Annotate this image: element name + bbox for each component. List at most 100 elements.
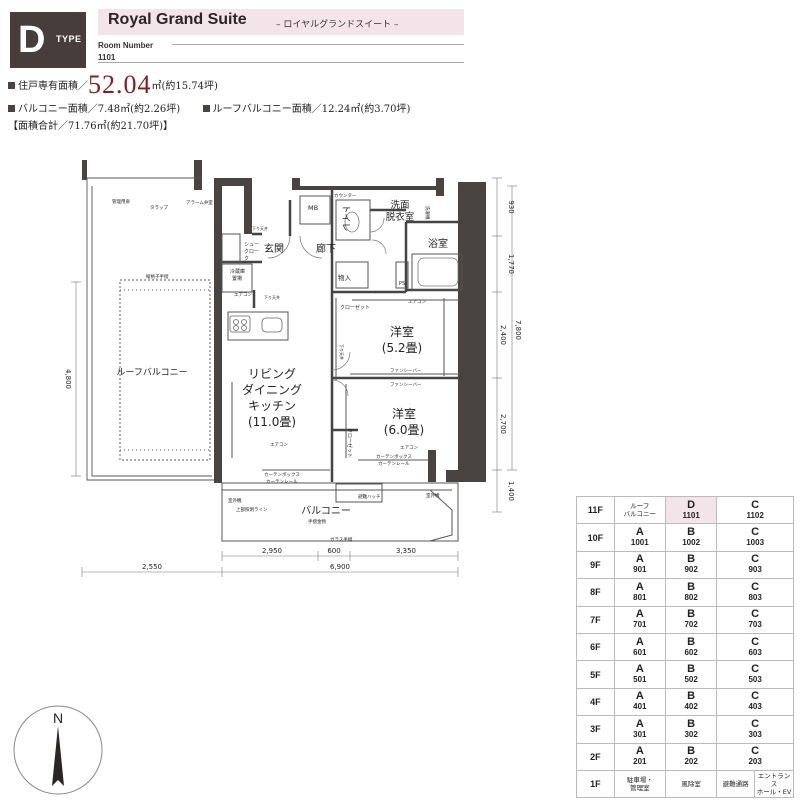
unit-number: 502 (684, 675, 698, 685)
header-rule (98, 62, 464, 63)
unit-letter: B (687, 526, 696, 539)
outdoor-unit-label-2: 室外機 (426, 492, 440, 499)
dim-1400: 1,400 (507, 481, 515, 501)
unit-letter: C (751, 498, 760, 511)
unit-number: 401 (633, 702, 647, 712)
floor-label: 9F (576, 550, 615, 580)
suite-band (98, 9, 464, 35)
cell-note: 管理室 (630, 784, 650, 793)
door-swings (267, 217, 387, 397)
curtain-box-label-1: カーテンボックス (264, 471, 300, 478)
unit-letter: C (751, 690, 760, 703)
unit-letter: A (635, 580, 644, 593)
roof-balcony-label: ルーフバルコニー (116, 367, 187, 378)
unit-letter: B (687, 690, 696, 703)
dim-600: 600 (327, 547, 340, 555)
unit-letter: B (687, 635, 696, 648)
unit-number: 302 (684, 729, 698, 739)
floor-label: 5F (576, 660, 615, 689)
annotations: MB カウンター 物入 PS クローゼット クローゼット シュー クロー ク 冷… (112, 192, 440, 543)
facility-cell: ルーフバルコニー (613, 495, 666, 525)
ceiling-label-2: 下り天井 (339, 344, 345, 360)
washer-label: 洗濯機 (424, 206, 431, 220)
fancy-bar-label-1: ファンシーバー (390, 368, 422, 374)
dim-7800: 7,800 (514, 320, 522, 340)
dim-2550: 2,550 (142, 563, 162, 571)
cell-note: 駐車場・ (626, 776, 653, 785)
private-area-unit: ㎡(約15.74坪) (151, 81, 218, 92)
upper-light-label: 上部照明ライン (236, 506, 268, 513)
facility-cell: 駐車場・管理室 (613, 769, 666, 799)
fridge-label-1: 冷蔵庫 (230, 268, 245, 275)
dimension-lines (71, 177, 517, 577)
unit-number: 701 (633, 620, 647, 630)
aircon-label-1: エアコン (270, 442, 288, 448)
unit-number: 501 (633, 675, 647, 685)
closet-label: クローゼット (340, 304, 370, 311)
unit-number: 702 (684, 620, 698, 630)
ldk-label-dining: ダイニング (242, 382, 302, 397)
unit-letter: C (751, 717, 760, 730)
cell-note: ホール・EV (756, 788, 792, 797)
floor-label: 2F (576, 742, 615, 771)
balcony-area-line: バルコニー面積／7.48㎡(約2.26坪) ルーフバルコニー面積／12.24㎡(… (8, 100, 410, 115)
unit-letter: C (751, 608, 760, 621)
unit-letter: B (687, 580, 696, 593)
dim-2700: 2,700 (499, 414, 507, 434)
dim-4800: 4,800 (64, 369, 72, 389)
unit-number: 402 (684, 702, 698, 712)
cell-note: エントランス (757, 772, 791, 789)
unit-number: 1001 (630, 538, 649, 548)
dressing-room-label: 脱衣室 (386, 211, 415, 223)
toilet-bowl (344, 211, 360, 233)
unit-letter: A (635, 745, 644, 758)
mb-label: MB (308, 204, 318, 212)
dim-3350: 3,350 (396, 547, 416, 555)
entrance-label: 玄関 (264, 242, 284, 255)
floor-label: 3F (576, 715, 615, 744)
aircon-label-4: エアコン (234, 292, 252, 298)
unit-letter: D (687, 498, 696, 511)
closet-vertical-label: クローゼット (346, 428, 353, 458)
unit-number: 1101 (682, 510, 700, 520)
ceiling-label-1: 下り天井 (264, 294, 280, 300)
unit-letter: A (635, 553, 644, 566)
bullet-square-icon (8, 105, 15, 112)
bullet-square-icon (8, 82, 15, 89)
roof-balcony-frame (86, 177, 214, 481)
unit-letter: A (635, 663, 644, 676)
toilet-label: トイレ (340, 204, 350, 231)
washroom-label: 洗面 (390, 199, 409, 211)
unit-number: 601 (633, 647, 647, 657)
unit-letter: B (687, 553, 696, 566)
floor-label: 8F (576, 578, 615, 607)
unit-number: 903 (748, 565, 762, 575)
western-room-1-size: (5.2畳) (382, 341, 422, 355)
floor-label: 10F (576, 523, 615, 552)
bullet-square-icon (202, 105, 210, 112)
dim-2950: 2,950 (262, 547, 282, 555)
type-letter: D (18, 19, 46, 61)
kitchen-counter (229, 315, 283, 333)
unit-number: 1003 (746, 538, 765, 548)
counter-label: カウンター (334, 192, 357, 199)
handrail-fitting-label: 手摺金物 (308, 518, 326, 525)
